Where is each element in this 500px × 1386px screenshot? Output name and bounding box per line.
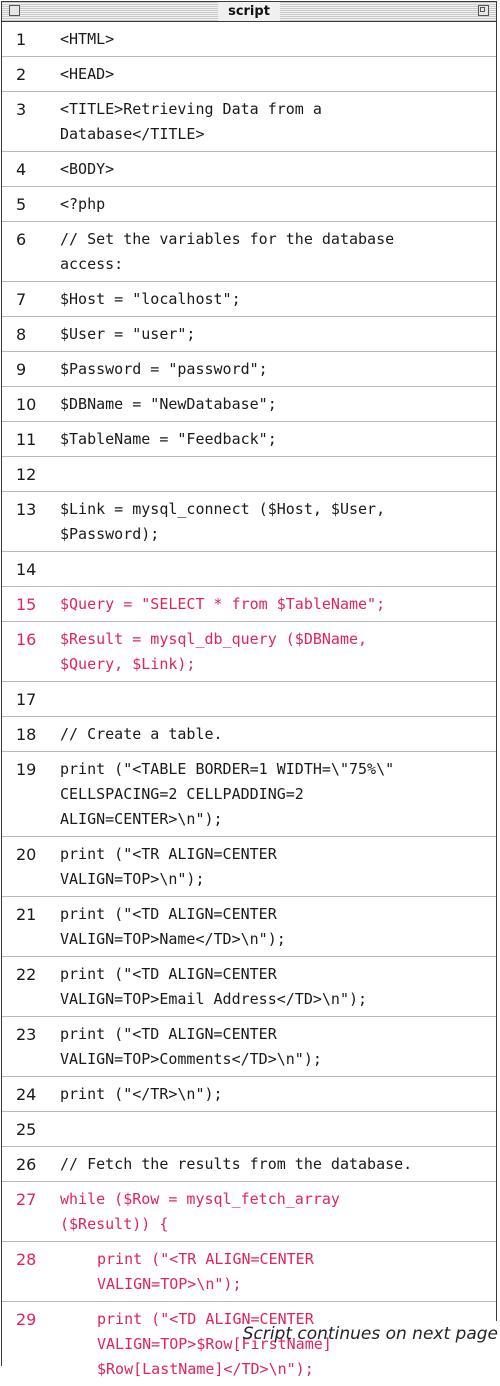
title-bar[interactable]: script (2, 2, 496, 22)
line-number: 18 (16, 725, 37, 744)
line-code: $Host = "localhost"; (60, 290, 241, 308)
line-code: <TITLE>Retrieving Data from a Database</… (60, 100, 322, 143)
code-line-17: 17 (2, 682, 496, 717)
line-code: <BODY> (60, 160, 115, 178)
window-edge (1, 1321, 2, 1366)
line-code: print ("<TR ALIGN=CENTER VALIGN=TOP>\n")… (60, 845, 277, 888)
line-code (60, 557, 496, 582)
line-number: 2 (16, 65, 27, 84)
code-line-25: 25 (2, 1112, 496, 1147)
code-line-5: 5 <?php (2, 187, 496, 222)
code-line-26: 26 // Fetch the results from the database… (2, 1147, 496, 1182)
line-code: <HEAD> (60, 65, 115, 83)
line-code: print ("<TD ALIGN=CENTER VALIGN=TOP>Emai… (60, 965, 368, 1008)
line-number: 29 (16, 1310, 37, 1329)
code-listing: 1 <HTML> 2 <HEAD> 3 <TITLE>Retrieving Data … (2, 22, 496, 1386)
code-line-28: 28 print ("<TR ALIGN=CENTER VALIGN=TOP>\n… (2, 1242, 496, 1302)
line-number: 11 (16, 430, 37, 449)
line-code: print ("<TD ALIGN=CENTER VALIGN=TOP>Name… (60, 905, 286, 948)
line-number: 4 (16, 160, 27, 179)
line-code (60, 687, 496, 712)
code-line-18: 18 // Create a table. (2, 717, 496, 752)
line-number: 16 (16, 630, 37, 649)
line-number: 28 (16, 1250, 37, 1269)
line-code: $Result = mysql_db_query ($DBName, $Quer… (60, 630, 368, 673)
line-code (60, 462, 496, 487)
code-line-24: 24 print ("</TR>\n"); (2, 1077, 496, 1112)
line-number: 14 (16, 560, 37, 579)
code-line-2: 2 <HEAD> (2, 57, 496, 92)
line-number: 27 (16, 1190, 37, 1209)
zoom-box-icon[interactable] (478, 5, 489, 16)
code-line-1: 1 <HTML> (2, 22, 496, 57)
code-line-4: 4 <BODY> (2, 152, 496, 187)
line-number: 26 (16, 1155, 37, 1174)
line-number: 17 (16, 690, 37, 709)
code-line-6: 6 // Set the variables for the database a… (2, 222, 496, 282)
line-code: // Fetch the results from the database. (60, 1155, 413, 1173)
line-number: 1 (16, 30, 27, 49)
line-number: 23 (16, 1025, 37, 1044)
line-code: print ("<TD ALIGN=CENTER VALIGN=TOP>Comm… (60, 1025, 322, 1068)
code-line-23: 23 print ("<TD ALIGN=CENTER VALIGN=TOP>Co… (2, 1017, 496, 1077)
line-number: 22 (16, 965, 37, 984)
line-number: 10 (16, 395, 37, 414)
line-code: print ("<TR ALIGN=CENTER VALIGN=TOP>\n")… (97, 1250, 314, 1293)
code-line-12: 12 (2, 457, 496, 492)
line-number: 7 (16, 290, 27, 309)
window-title: script (218, 2, 280, 21)
code-line-8: 8 $User = "user"; (2, 317, 496, 352)
line-code: // Set the variables for the database ac… (60, 230, 395, 273)
code-line-13: 13 $Link = mysql_connect ($Host, $User, $… (2, 492, 496, 552)
line-number: 12 (16, 465, 37, 484)
line-code: $DBName = "NewDatabase"; (60, 395, 277, 413)
line-number: 5 (16, 195, 27, 214)
line-code: <?php (60, 195, 106, 213)
code-line-27: 27 while ($Row = mysql_fetch_array ($Resu… (2, 1182, 496, 1242)
line-code: $Link = mysql_connect ($Host, $User, $Pa… (60, 500, 386, 543)
code-line-10: 10 $DBName = "NewDatabase"; (2, 387, 496, 422)
line-code: $Query = "SELECT * from $TableName"; (60, 595, 386, 613)
code-line-11: 11 $TableName = "Feedback"; (2, 422, 496, 457)
line-code (60, 1117, 496, 1142)
line-number: 9 (16, 360, 27, 379)
line-number: 19 (16, 760, 37, 779)
line-number: 21 (16, 905, 37, 924)
line-number: 3 (16, 100, 27, 119)
line-code: print ("<TABLE BORDER=1 WIDTH=\"75%\" CE… (60, 760, 395, 828)
line-number: 8 (16, 325, 27, 344)
continues-note: Script continues on next page (242, 1324, 498, 1344)
code-line-22: 22 print ("<TD ALIGN=CENTER VALIGN=TOP>Em… (2, 957, 496, 1017)
code-line-14: 14 (2, 552, 496, 587)
code-line-15: 15 $Query = "SELECT * from $TableName"; (2, 587, 496, 622)
code-line-20: 20 print ("<TR ALIGN=CENTER VALIGN=TOP>\n… (2, 837, 496, 897)
line-code: <HTML> (60, 30, 115, 48)
line-code: $Password = "password"; (60, 360, 268, 378)
line-code: print ("</TR>\n"); (60, 1085, 223, 1103)
code-line-7: 7 $Host = "localhost"; (2, 282, 496, 317)
line-number: 13 (16, 500, 37, 519)
code-line-19: 19 print ("<TABLE BORDER=1 WIDTH=\"75%\" … (2, 752, 496, 837)
line-number: 6 (16, 230, 27, 249)
code-line-21: 21 print ("<TD ALIGN=CENTER VALIGN=TOP>Na… (2, 897, 496, 957)
line-code: while ($Row = mysql_fetch_array ($Result… (60, 1190, 340, 1233)
close-box-icon[interactable] (9, 5, 20, 16)
line-code: $User = "user"; (60, 325, 196, 343)
line-code: // Create a table. (60, 725, 223, 743)
line-number: 15 (16, 595, 37, 614)
line-number: 25 (16, 1120, 37, 1139)
code-line-3: 3 <TITLE>Retrieving Data from a Database<… (2, 92, 496, 152)
code-line-9: 9 $Password = "password"; (2, 352, 496, 387)
code-line-16: 16 $Result = mysql_db_query ($DBName, $Qu… (2, 622, 496, 682)
line-number: 24 (16, 1085, 37, 1104)
line-code: $TableName = "Feedback"; (60, 430, 277, 448)
line-number: 20 (16, 845, 37, 864)
